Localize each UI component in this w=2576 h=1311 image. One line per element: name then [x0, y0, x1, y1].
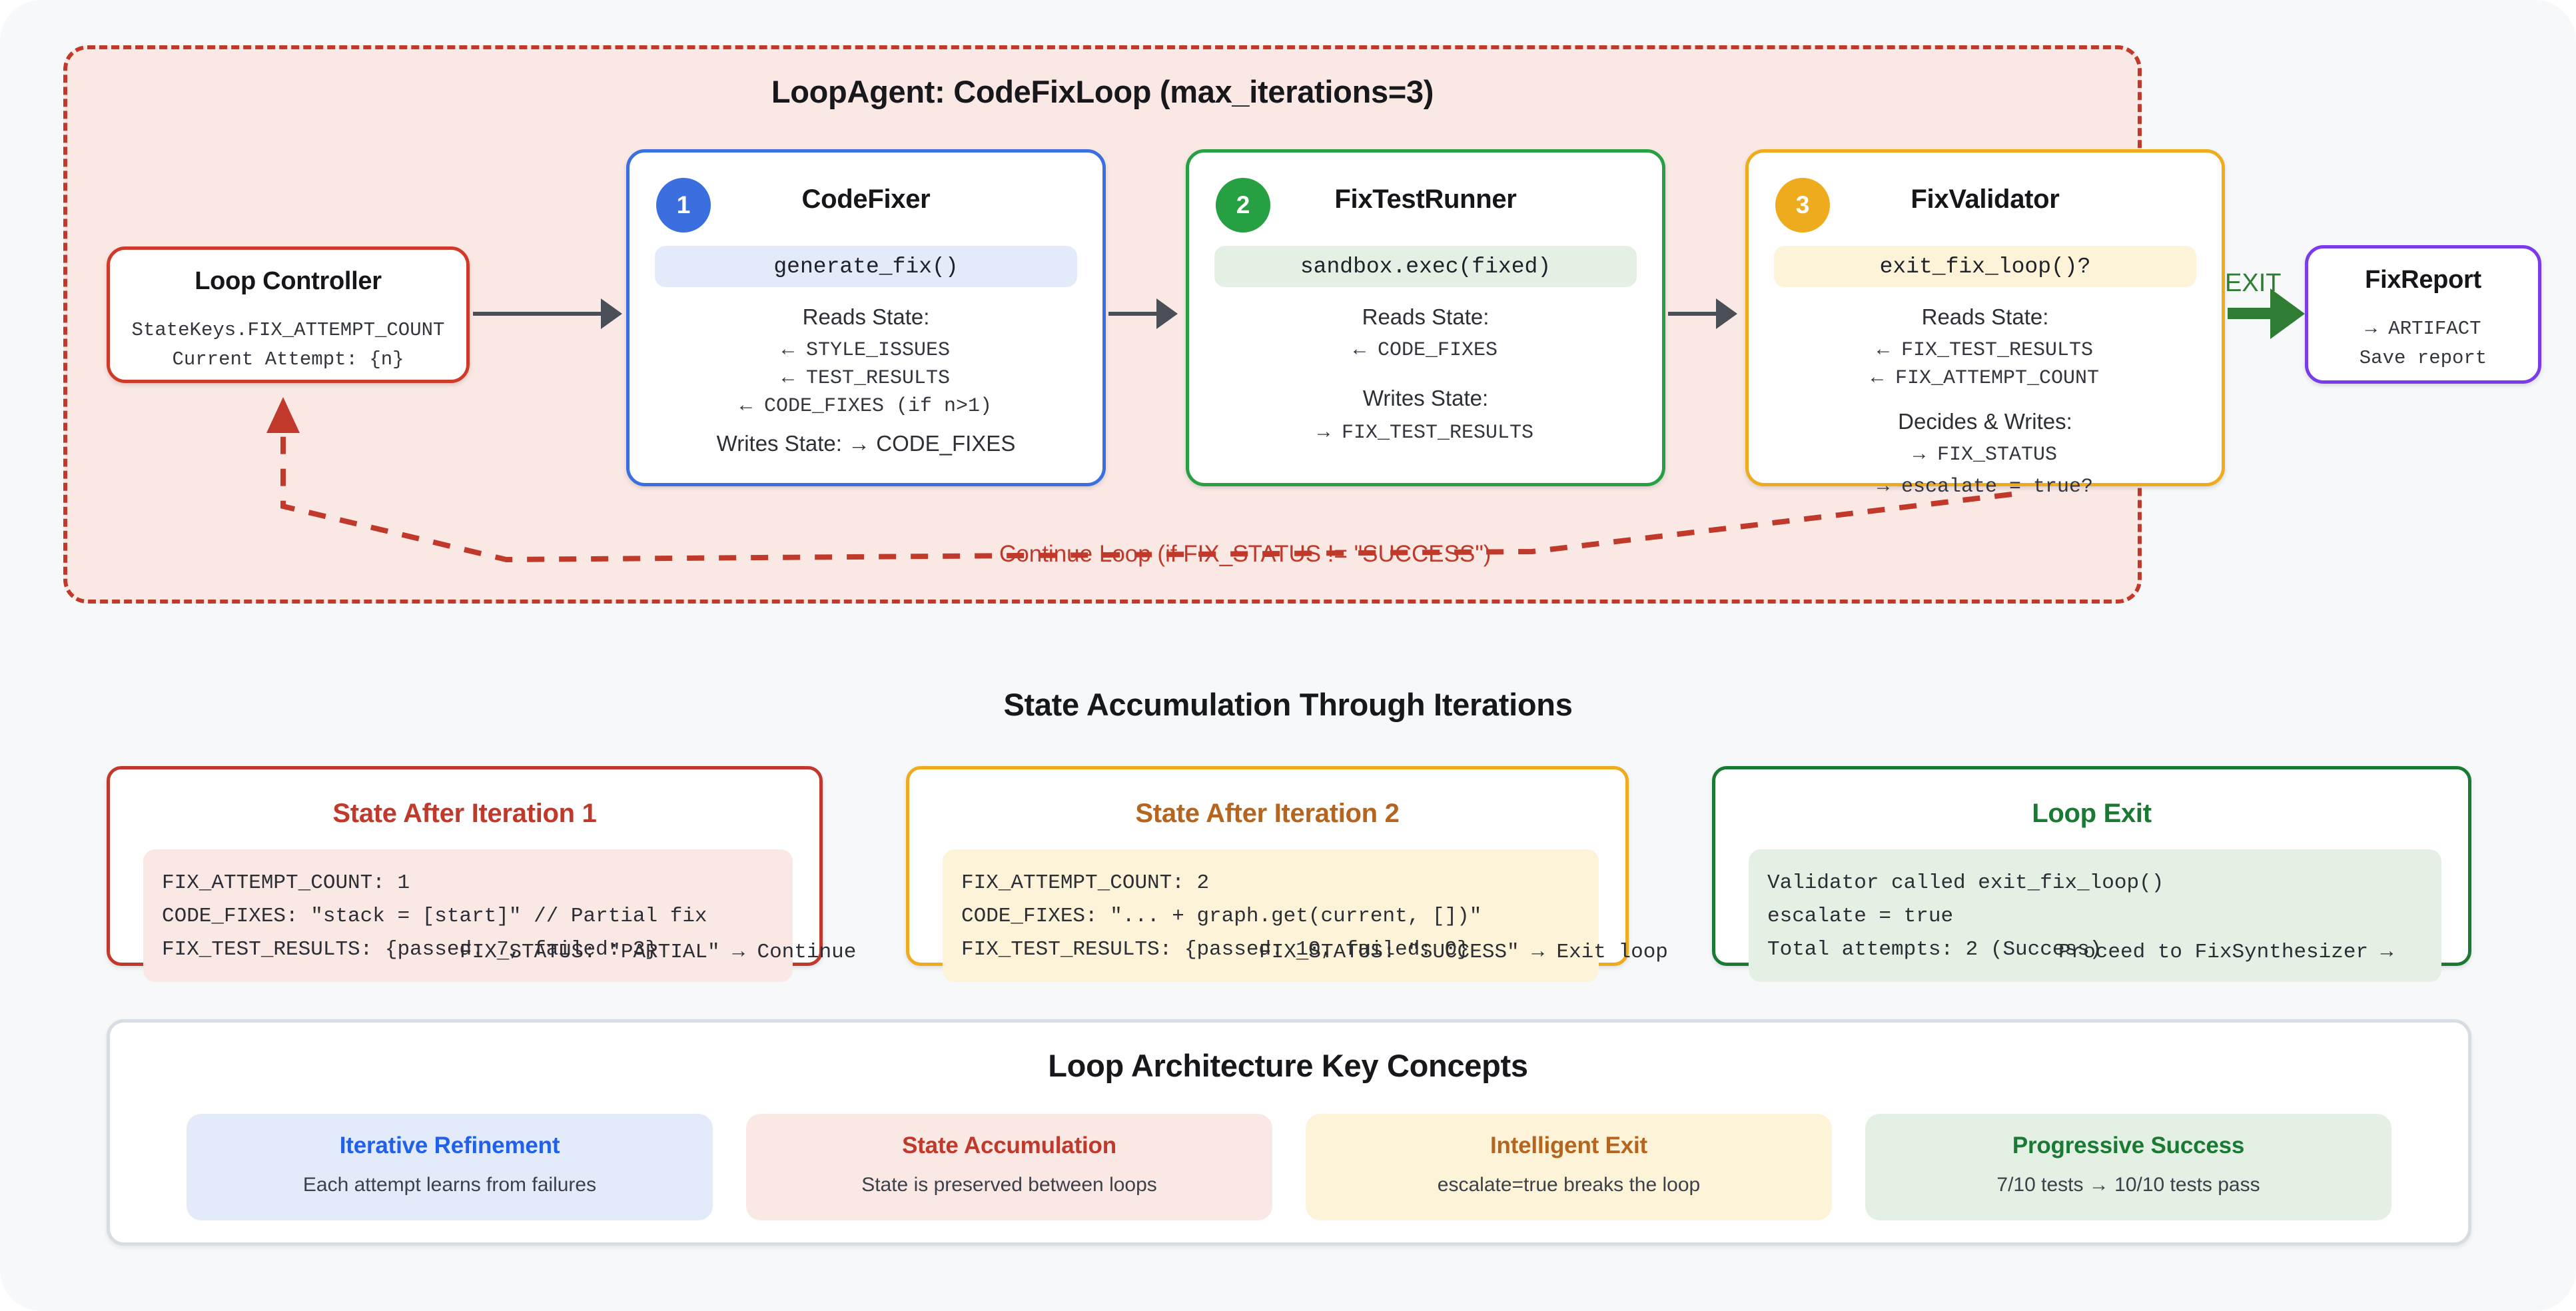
state-line: FIX_TEST_RESULTS: {passed: 10, failed: 0…	[961, 938, 1470, 962]
state-line: CODE_FIXES: "stack = [start]" // Partial…	[162, 905, 707, 929]
connector-controller-to-agent1	[473, 312, 601, 316]
writes-state-item: → FIX_STATUS	[1913, 444, 2058, 466]
agent-title-fixtestrunner: FixTestRunner	[1334, 185, 1517, 214]
reads-state-item: ← STYLE_ISSUES	[781, 339, 951, 362]
agent-node-fixvalidator[interactable]: 3 FixValidator exit_fix_loop()? Reads St…	[1745, 149, 2225, 498]
decides-writes-label: Decides & Writes:	[1898, 409, 2072, 434]
state-card-title: Loop Exit	[2032, 799, 2152, 828]
concept-title: Intelligent Exit	[1490, 1132, 1647, 1158]
connector-agent1-to-agent2	[1108, 312, 1156, 316]
state-card-footer: Proceed to FixSynthesizer →	[2058, 941, 2393, 964]
exit-arrowhead	[2270, 288, 2305, 339]
concept-card-iterative-refinement[interactable]: Iterative Refinement Each attempt learns…	[187, 1114, 713, 1220]
state-card-loop-exit[interactable]: Loop Exit Validator called exit_fix_loop…	[1712, 766, 2471, 982]
concept-title: State Accumulation	[902, 1132, 1116, 1158]
state-line: FIX_TEST_RESULTS: {passed: 7, failed: 3}	[162, 938, 658, 962]
reads-state-label: Reads State:	[1921, 304, 2049, 329]
loop-title: LoopAgent: CodeFixLoop (max_iterations=3…	[771, 74, 1434, 109]
agent-node-codefixer[interactable]: 1 CodeFixer generate_fix() Reads State: …	[626, 149, 1106, 486]
state-line: Total attempts: 2 (Success)	[1767, 938, 2102, 962]
reads-state-label: Reads State:	[1362, 304, 1490, 329]
state-line: Validator called exit_fix_loop()	[1767, 871, 2164, 895]
connector-arrowhead	[1716, 298, 1737, 329]
state-card-footer: FIX_STATUS: "PARTIAL" → Continue	[460, 941, 857, 964]
concept-card-state-accumulation[interactable]: State Accumulation State is preserved be…	[746, 1114, 1272, 1220]
concepts-section-heading: Loop Architecture Key Concepts	[1048, 1048, 1528, 1083]
state-card-title: State After Iteration 2	[1135, 799, 1400, 828]
agent-title-fixvalidator: FixValidator	[1911, 185, 2060, 214]
loop-controller-node[interactable]: Loop Controller StateKeys.FIX_ATTEMPT_CO…	[107, 246, 470, 383]
state-line: escalate = true	[1767, 905, 1954, 929]
state-card-iteration-1[interactable]: State After Iteration 1 FIX_ATTEMPT_COUN…	[107, 766, 823, 982]
concept-card-progressive-success[interactable]: Progressive Success 7/10 tests → 10/10 t…	[1865, 1114, 2391, 1220]
reads-state-label: Reads State:	[802, 304, 930, 329]
agent-number-badge: 3	[1775, 178, 1830, 232]
reads-state-item: ← FIX_TEST_RESULTS	[1877, 339, 2094, 362]
agent-method-chip: generate_fix()	[655, 246, 1077, 287]
feedback-loop-label: Continue Loop (if FIX_STATUS != "SUCCESS…	[999, 541, 1492, 567]
writes-state-item-overflow: → escalate = true?	[1877, 476, 2094, 498]
state-line: FIX_ATTEMPT_COUNT: 1	[162, 871, 410, 895]
state-line: FIX_ATTEMPT_COUNT: 2	[961, 871, 1210, 895]
agent-title-codefixer: CodeFixer	[801, 185, 931, 214]
concept-subtitle: State is preserved between loops	[861, 1174, 1157, 1196]
state-line: CODE_FIXES: "... + graph.get(current, []…	[961, 905, 1482, 929]
state-card-body: Validator called exit_fix_loop() escalat…	[1749, 849, 2441, 982]
concept-subtitle: Each attempt learns from failures	[302, 1174, 597, 1196]
writes-state-item: → FIX_TEST_RESULTS	[1317, 422, 1534, 444]
state-card-title: State After Iteration 1	[332, 799, 597, 828]
fix-report-node[interactable]: FixReport → ARTIFACT Save report	[2305, 245, 2541, 384]
agent-method-chip: sandbox.exec(fixed)	[1214, 246, 1637, 287]
concept-title: Iterative Refinement	[339, 1132, 560, 1158]
state-section-heading: State Accumulation Through Iterations	[1003, 687, 1573, 722]
fix-report-title: FixReport	[2365, 266, 2481, 294]
reads-state-item: ← TEST_RESULTS	[781, 367, 951, 390]
loop-controller-attempt: Current Attempt: {n}	[172, 348, 404, 370]
state-card-footer: FIX_STATUS: "SUCCESS" → Exit loop	[1259, 941, 1668, 964]
loop-controller-statekey: StateKeys.FIX_ATTEMPT_COUNT	[131, 319, 445, 341]
concept-subtitle: escalate=true breaks the loop	[1437, 1174, 1701, 1196]
connector-arrowhead	[601, 298, 622, 329]
state-card-iteration-2[interactable]: State After Iteration 2 FIX_ATTEMPT_COUN…	[906, 766, 1629, 982]
loop-controller-title: Loop Controller	[195, 267, 382, 295]
agent-number-badge: 1	[656, 178, 711, 232]
writes-state-label: Writes State:	[1362, 386, 1489, 410]
agent-node-fixtestrunner[interactable]: 2 FixTestRunner sandbox.exec(fixed) Read…	[1186, 149, 1665, 486]
state-card-body: FIX_ATTEMPT_COUNT: 1 CODE_FIXES: "stack …	[143, 849, 793, 982]
reads-state-item: ← FIX_ATTEMPT_COUNT	[1871, 367, 2100, 390]
fix-report-artifact: → ARTIFACT	[2365, 318, 2481, 340]
reads-state-item: ← CODE_FIXES	[1353, 339, 1498, 362]
agent-number-badge: 2	[1216, 178, 1270, 232]
agent-method-chip: exit_fix_loop()?	[1774, 246, 2196, 287]
concept-card-intelligent-exit[interactable]: Intelligent Exit escalate=true breaks th…	[1306, 1114, 1832, 1220]
reads-state-item: ← CODE_FIXES (if n>1)	[739, 395, 993, 418]
writes-state-inline: Writes State: → CODE_FIXES	[716, 431, 1016, 456]
connector-arrowhead	[1156, 298, 1178, 329]
fix-report-save: Save report	[2359, 347, 2487, 369]
concept-title: Progressive Success	[2012, 1132, 2245, 1158]
connector-agent2-to-agent3	[1668, 312, 1716, 316]
concept-subtitle: 7/10 tests → 10/10 tests pass	[1996, 1174, 2260, 1196]
state-card-body: FIX_ATTEMPT_COUNT: 2 CODE_FIXES: "... + …	[943, 849, 1599, 982]
